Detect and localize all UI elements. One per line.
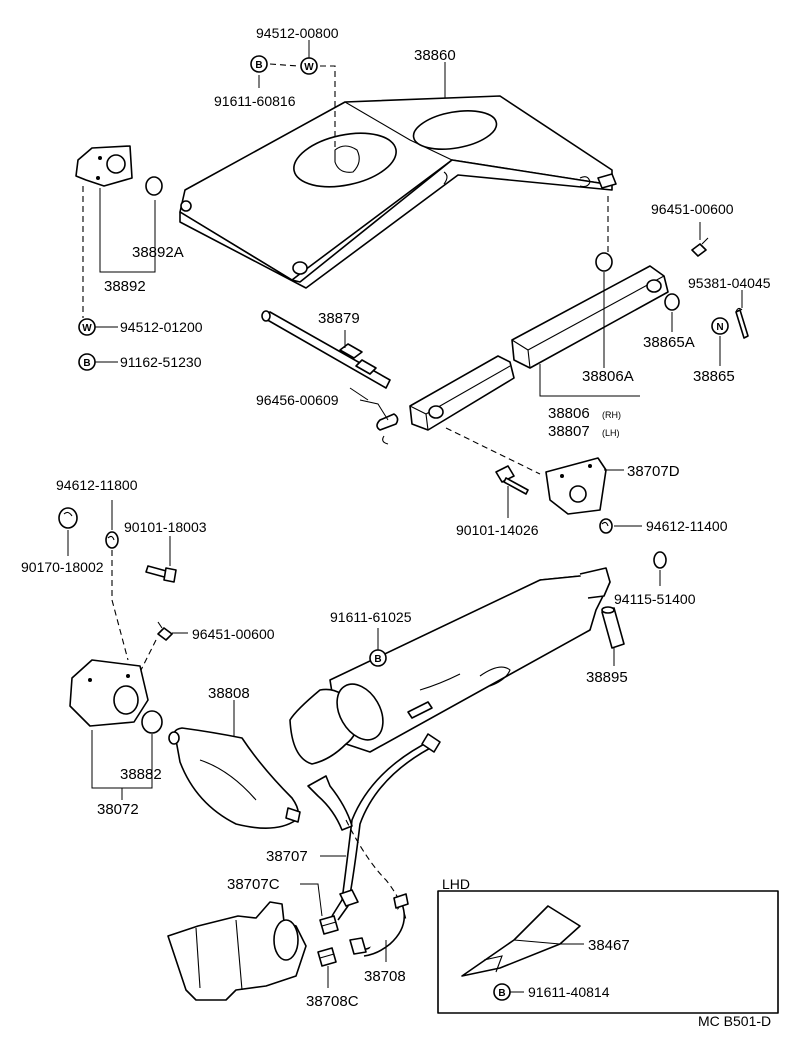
label-38882: 38882 (120, 766, 162, 783)
cover-38860 (179, 95, 617, 289)
nut-38865: N (711, 317, 729, 335)
reservoir-38808 (168, 727, 301, 829)
grease-fitting-96451-00600 (691, 237, 709, 257)
label-96451-00600-top: 96451-00600 (651, 201, 734, 217)
pin-38895 (601, 606, 625, 649)
bracket-38707D (545, 457, 607, 515)
label-38865A: 38865A (643, 334, 695, 351)
svg-text:B: B (498, 988, 505, 999)
label-91162-51230: 91162-51230 (120, 354, 202, 370)
svg-text:N: N (716, 322, 723, 333)
bolt-90101-18003 (145, 565, 177, 583)
collar-90170-18002 (58, 507, 78, 529)
svg-text:B: B (83, 358, 90, 369)
bolt-symbol: B (255, 60, 262, 71)
label-rh: (RH) (602, 410, 621, 420)
label-38807: 38807 (548, 423, 590, 440)
label-38707C: 38707C (227, 876, 280, 893)
collar-94115-51400 (653, 551, 667, 569)
collar-38865A (664, 293, 680, 311)
collar-38882 (141, 710, 163, 734)
collar-94612-11800 (105, 531, 119, 549)
label-lhd: LHD (442, 876, 470, 892)
grease-fitting-96451-00600-mid (157, 621, 173, 641)
label-38895: 38895 (586, 669, 628, 686)
label-38892: 38892 (104, 278, 146, 295)
collar-38892A (145, 176, 163, 196)
label-94612-11800: 94612-11800 (56, 477, 138, 493)
link-38806 (511, 265, 669, 369)
label-96456-00609: 96456-00609 (256, 392, 339, 408)
label-38806: 38806 (548, 405, 590, 422)
label-94612-11400: 94612-11400 (646, 518, 728, 534)
cotter-pin-95381-04045 (735, 307, 749, 339)
label-91611-61025: 91611-61025 (330, 609, 412, 625)
label-38707: 38707 (266, 848, 308, 865)
label-38707D: 38707D (627, 463, 680, 480)
svg-text:W: W (82, 323, 92, 334)
washer-94512-01200: W (78, 318, 96, 336)
label-94115-51400: 94115-51400 (614, 591, 696, 607)
hose-38708 (349, 893, 409, 957)
bolt-91611-40814: B (493, 983, 511, 1001)
label-ref-code: MC B501-D (698, 1013, 771, 1029)
label-38806A: 38806A (582, 368, 634, 385)
hose-38707 (331, 733, 441, 921)
connector-38708C (317, 947, 337, 967)
svg-text:B: B (374, 654, 381, 665)
collar-94612-11400 (599, 518, 613, 534)
bolt-90101-14026 (495, 465, 529, 495)
shaft-38879 (261, 310, 391, 389)
label-95381-04045: 95381-04045 (688, 275, 771, 291)
connector-38707C (319, 915, 339, 935)
label-lh: (LH) (602, 428, 620, 438)
washer-94512-00800: W (300, 57, 318, 75)
bracket-38072 (69, 659, 149, 727)
label-38708: 38708 (364, 968, 406, 985)
fitting-elbow (307, 775, 353, 831)
label-94512-01200: 94512-01200 (120, 319, 203, 335)
label-96451-00600-mid: 96451-00600 (192, 626, 275, 642)
cylinder-assembly (289, 567, 611, 765)
label-94512-00800: 94512-00800 (256, 25, 339, 41)
washer-symbol: W (304, 62, 314, 73)
label-38865: 38865 (693, 368, 735, 385)
clip-96456-00609 (376, 413, 399, 445)
label-38892A: 38892A (132, 244, 184, 261)
label-38467: 38467 (588, 937, 630, 954)
label-38860: 38860 (414, 47, 456, 64)
label-38808: 38808 (208, 685, 250, 702)
label-91611-60816: 91611-60816 (214, 93, 296, 109)
label-38708C: 38708C (306, 993, 359, 1010)
bolt-91162-51230: B (78, 353, 96, 371)
link-38807 (409, 355, 515, 431)
label-91611-40814: 91611-40814 (528, 984, 610, 1000)
lhd-inset: B (437, 890, 779, 1014)
bolt-91611-61025: B (369, 649, 387, 667)
label-90170-18002: 90170-18002 (21, 559, 104, 575)
label-38879: 38879 (318, 310, 360, 327)
bolt-91611-60816: B (250, 55, 268, 73)
bracket-38892 (75, 145, 133, 187)
collar-38806A (595, 252, 613, 272)
label-90101-18003: 90101-18003 (124, 519, 207, 535)
label-38072: 38072 (97, 801, 139, 818)
master-cylinder-body (167, 901, 307, 1001)
label-90101-14026: 90101-14026 (456, 522, 539, 538)
